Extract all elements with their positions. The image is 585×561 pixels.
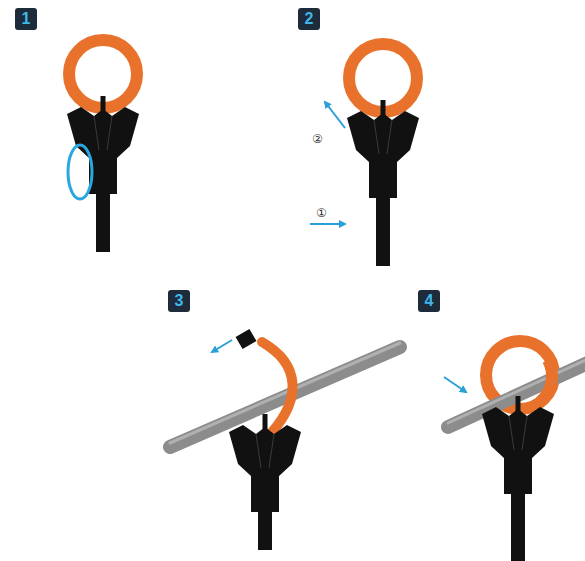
panel-1: [67, 40, 139, 252]
panel-4: [444, 341, 585, 561]
step-number: 3: [168, 290, 190, 312]
step-number: 4: [418, 290, 440, 312]
step-number: 2: [298, 8, 320, 30]
callout-number: ②: [312, 132, 323, 146]
callout-number: ①: [316, 206, 327, 220]
panel-2: [310, 44, 419, 266]
panel-3: [170, 329, 400, 550]
step-number: 1: [15, 8, 37, 30]
